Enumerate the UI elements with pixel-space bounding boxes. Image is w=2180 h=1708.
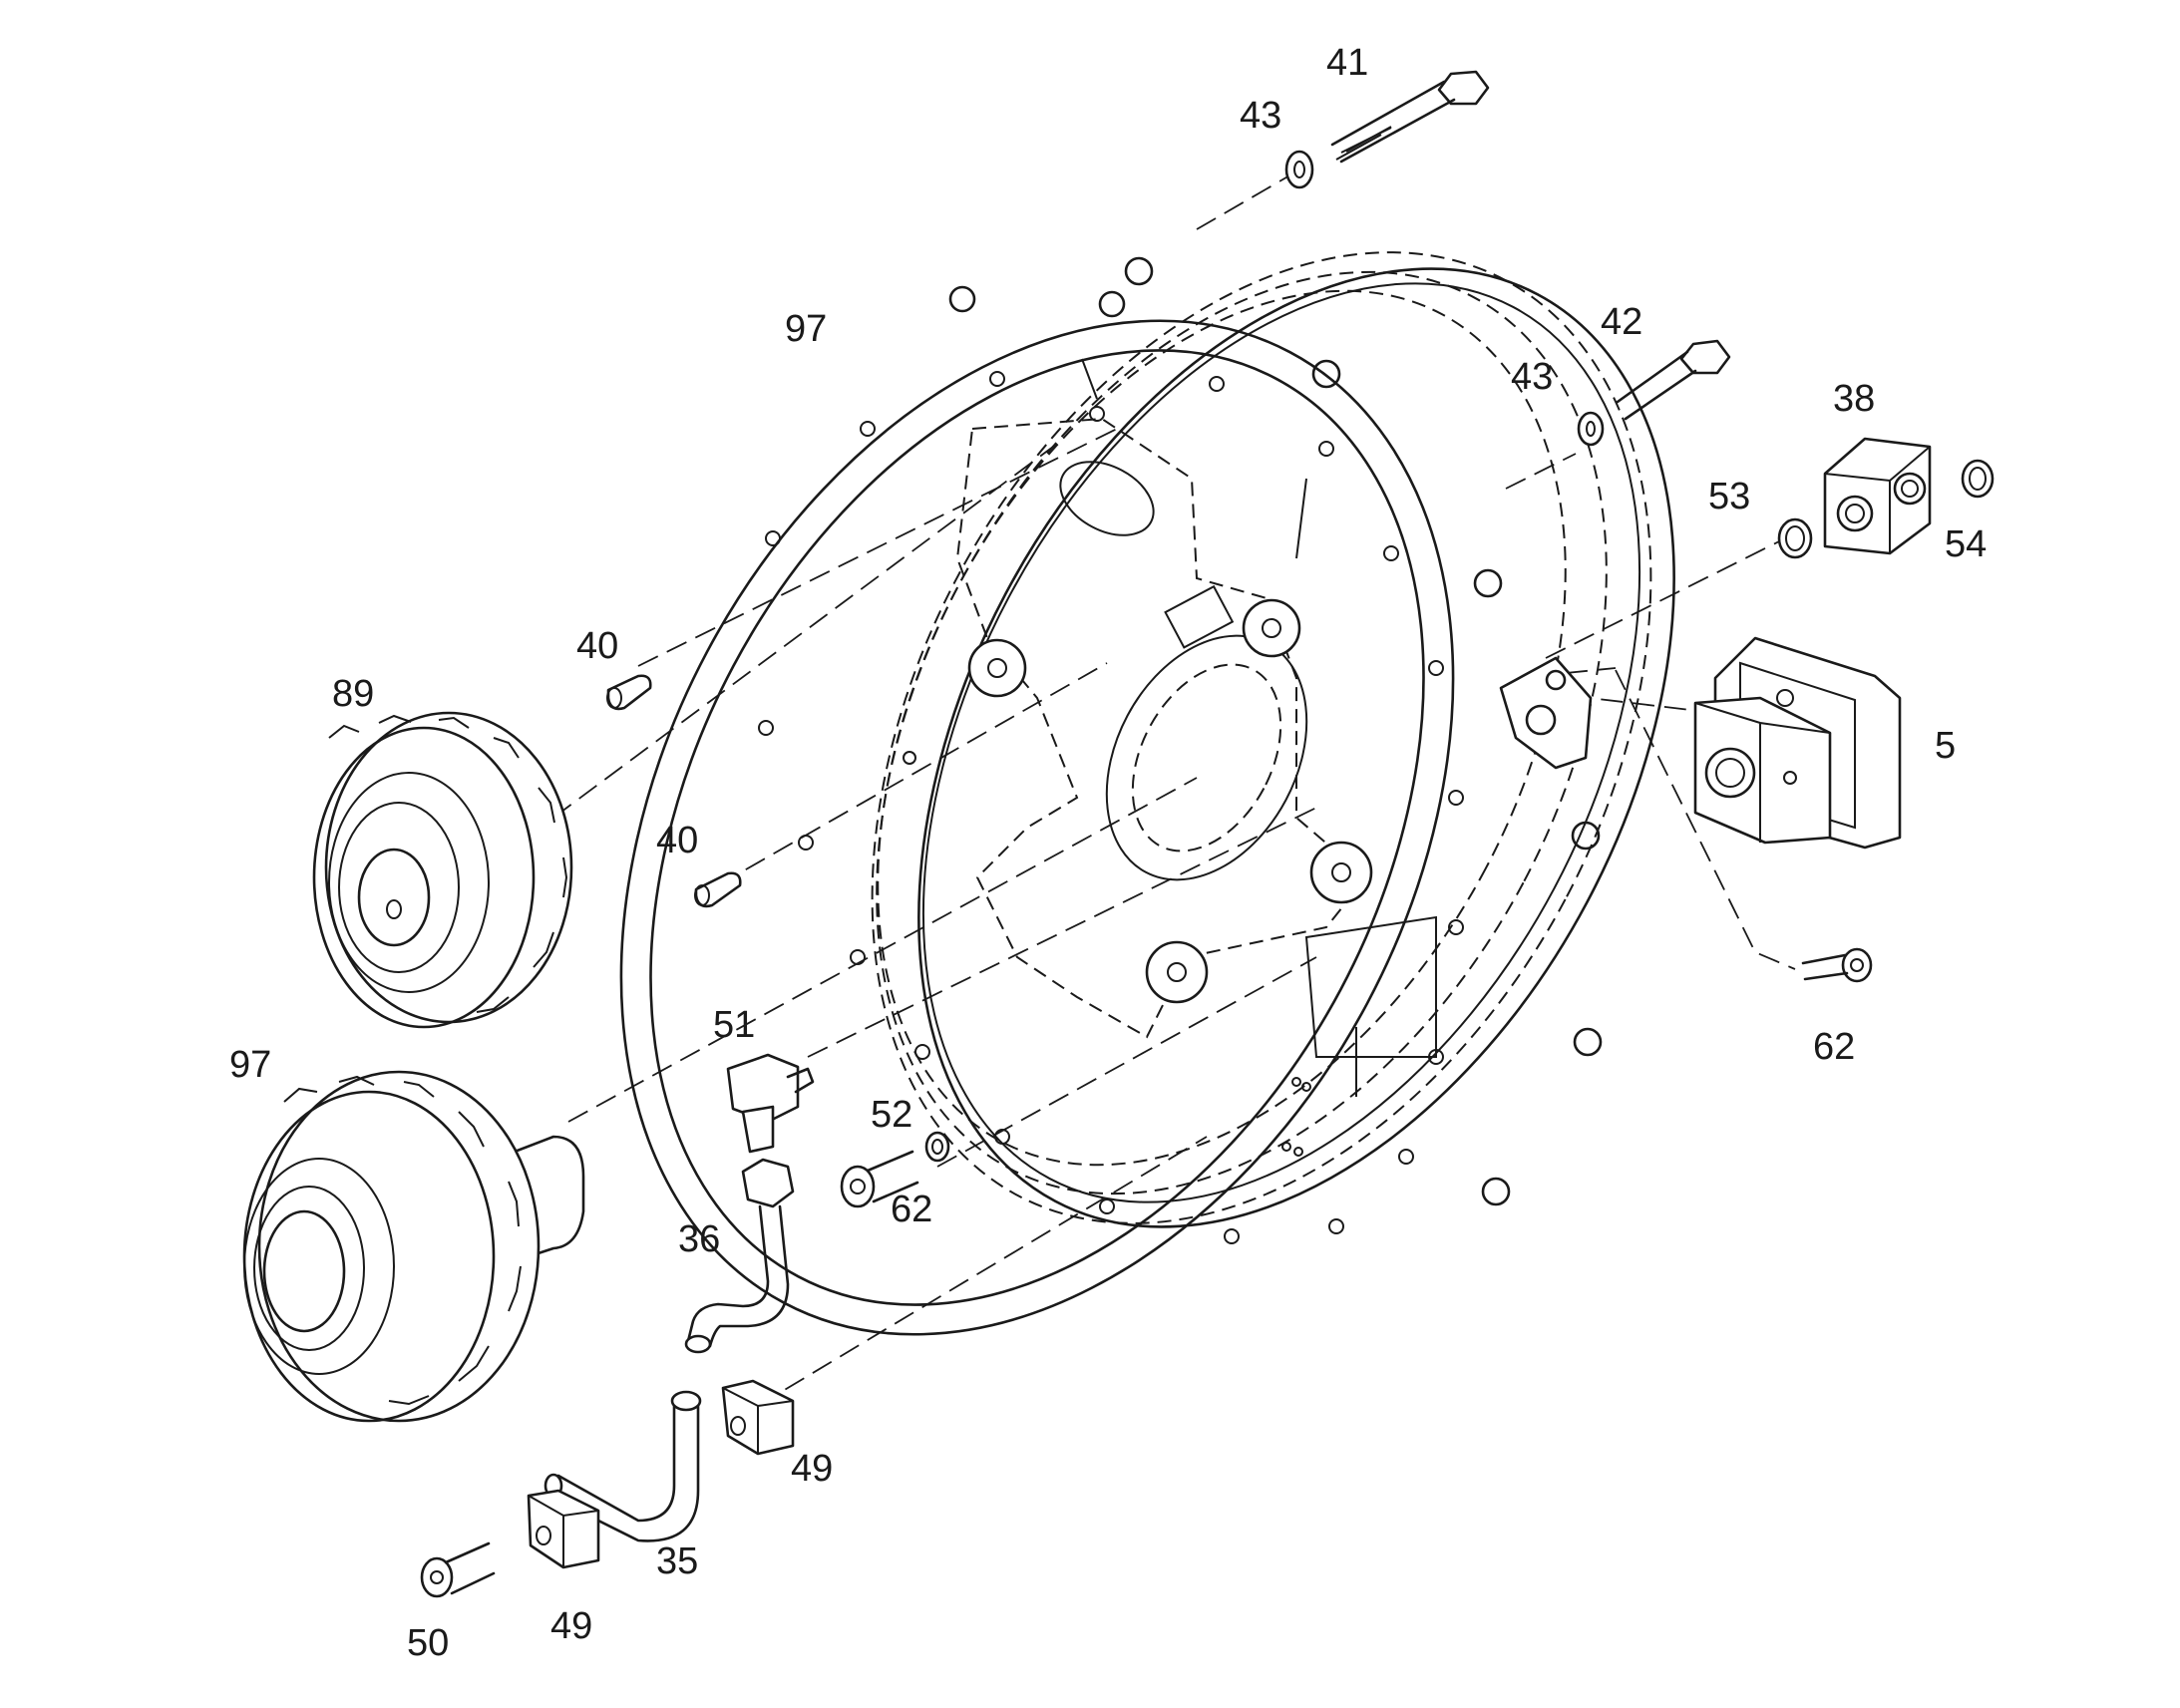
callout-43-top: 43	[1240, 95, 1281, 137]
callout-51: 51	[713, 1004, 755, 1046]
clip-49-upper	[721, 1379, 795, 1456]
washer-43-top	[1284, 150, 1314, 189]
screw-62-mid	[840, 1150, 919, 1208]
callout-38: 38	[1833, 378, 1875, 420]
washer-52	[924, 1131, 950, 1163]
leader-lines	[552, 173, 1796, 1407]
dowel-pin-40-bottom	[694, 871, 742, 908]
callout-40-top: 40	[576, 625, 618, 667]
carrier-plate	[955, 358, 1437, 1157]
callout-43-mid: 43	[1511, 356, 1553, 398]
callout-35: 35	[656, 1540, 698, 1582]
callout-52: 52	[871, 1094, 912, 1136]
gasket-bolt-holes	[758, 371, 1464, 1244]
clip-49-lower	[527, 1489, 600, 1569]
o-ring-54	[1961, 459, 1995, 499]
tube-36	[684, 1158, 795, 1354]
housing-gasket	[619, 319, 1464, 1336]
gear-89	[312, 711, 573, 1029]
o-ring-53	[1777, 517, 1813, 559]
sensor-boss	[1499, 656, 1593, 770]
callout-42: 42	[1601, 301, 1642, 343]
sensor-unit-5	[1693, 636, 1902, 850]
callout-40-bottom: 40	[656, 820, 698, 861]
callout-36: 36	[678, 1218, 720, 1260]
callout-53: 53	[1708, 476, 1750, 517]
callout-41: 41	[1326, 42, 1368, 84]
callout-97-housing: 97	[785, 308, 827, 350]
gear-97-shaft	[242, 1070, 585, 1423]
valve-block-38	[1823, 437, 1932, 555]
screw-62-right	[1801, 947, 1873, 983]
screw-50	[420, 1541, 496, 1598]
callout-49-upper: 49	[791, 1448, 833, 1490]
washer-43-mid	[1577, 411, 1605, 447]
gear-89-teeth	[328, 714, 568, 1013]
gear-housing	[871, 251, 1675, 1228]
elbow-fitting-51	[726, 1053, 815, 1154]
bolt-42	[1616, 339, 1731, 421]
gear-97-teeth	[283, 1075, 522, 1406]
housing-bolt-lugs	[948, 256, 1603, 1206]
dowel-pin-40-top	[606, 674, 652, 711]
callout-49-lower: 49	[550, 1605, 592, 1647]
callout-50: 50	[407, 1622, 449, 1664]
callout-62-mid: 62	[891, 1189, 932, 1230]
callout-62-right: 62	[1813, 1026, 1855, 1068]
callout-97-gear: 97	[229, 1044, 271, 1086]
callout-54: 54	[1945, 523, 1987, 565]
callout-89: 89	[332, 673, 374, 715]
callout-labels: 41 43 97 42 43 38 53 54 40 89 5 40 51 62…	[229, 42, 1987, 1664]
bolt-41	[1330, 70, 1490, 164]
callout-5: 5	[1935, 725, 1956, 767]
